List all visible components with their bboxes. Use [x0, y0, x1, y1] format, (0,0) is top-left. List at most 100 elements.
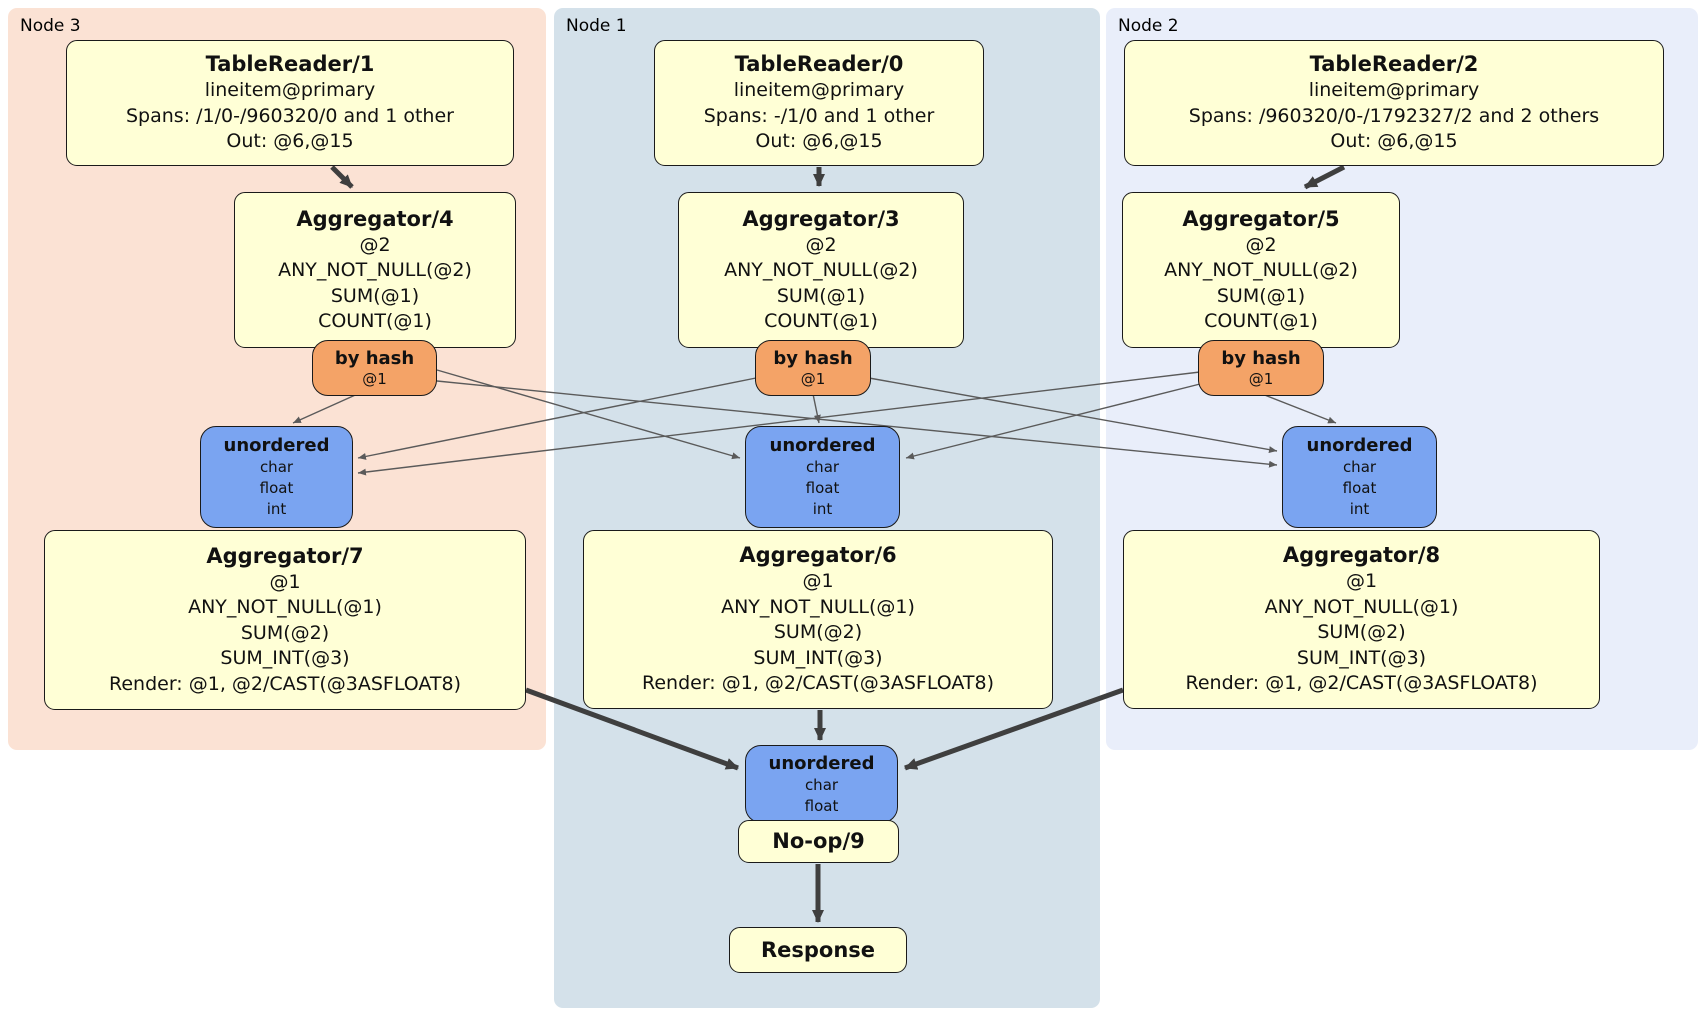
processor-title: Response	[760, 937, 876, 962]
processor-detail: SUM(@1)	[330, 284, 420, 307]
processor-title: Aggregator/5	[1182, 206, 1340, 231]
processor-noop-9: No-op/9	[738, 820, 899, 863]
sync-type: float	[1342, 479, 1377, 497]
router-detail: @1	[362, 369, 387, 388]
sync-type: int	[812, 500, 833, 518]
router-by-hash-node1: by hash @1	[755, 340, 871, 396]
processor-detail: Render: @1, @2/CAST(@3ASFLOAT8)	[642, 672, 994, 695]
router-detail: @1	[1248, 369, 1274, 388]
sync-label: unordered	[769, 435, 876, 456]
processor-detail: ANY_NOT_NULL(@1)	[721, 595, 915, 618]
processor-detail: ANY_NOT_NULL(@2)	[724, 259, 918, 281]
sync-type: char	[805, 458, 840, 476]
sync-label: unordered	[223, 435, 330, 456]
sync-label: unordered	[1306, 435, 1413, 456]
processor-detail: SUM(@2)	[240, 621, 330, 644]
processor-detail: ANY_NOT_NULL(@1)	[188, 596, 382, 619]
synchronizer-unordered-final: unordered char float	[745, 745, 898, 823]
node-3-label: Node 3	[20, 16, 81, 36]
processor-tablereader-2: TableReader/2 lineitem@primary Spans: /9…	[1124, 40, 1664, 166]
edge-hash5-unordered3	[357, 371, 1201, 476]
processor-detail: Out: @6,@15	[1330, 130, 1458, 153]
processor-title: TableReader/0	[734, 52, 904, 77]
edge-hash3-unordered2	[436, 380, 1278, 468]
processor-detail: COUNT(@1)	[318, 310, 432, 332]
edge-hash1-unordered2	[868, 377, 1278, 454]
processor-detail: @1	[1345, 570, 1378, 593]
router-label: by hash	[1221, 347, 1301, 369]
sync-type: char	[804, 775, 839, 794]
sync-label: unordered	[768, 752, 875, 774]
processor-title: No-op/9	[772, 829, 865, 853]
processor-aggregator-8: Aggregator/8 @1 ANY_NOT_NULL(@1) SUM(@2)…	[1123, 530, 1600, 709]
processor-detail: @1	[802, 570, 834, 593]
edge-hash1-unordered3	[357, 377, 757, 460]
sync-type: char	[259, 458, 294, 476]
processor-detail: SUM(@1)	[1216, 284, 1306, 307]
processor-detail: lineitem@primary	[204, 79, 376, 102]
synchronizer-unordered-node3: unordered char float int	[200, 426, 353, 528]
processor-tablereader-0: TableReader/0 lineitem@primary Spans: -/…	[654, 40, 984, 166]
processor-detail: @2	[805, 233, 837, 256]
router-by-hash-node3: by hash @1	[312, 340, 437, 396]
router-detail: @1	[800, 369, 826, 388]
node-2-label: Node 2	[1118, 16, 1179, 36]
edge-hash5-unordered1	[905, 383, 1201, 460]
sync-type: float	[259, 479, 294, 497]
processor-detail: SUM_INT(@3)	[1296, 646, 1427, 669]
processor-detail: lineitem@primary	[733, 79, 905, 102]
router-label: by hash	[773, 347, 853, 369]
router-label: by hash	[334, 347, 415, 369]
processor-title: Aggregator/4	[296, 206, 454, 231]
processor-title: Aggregator/7	[206, 543, 364, 568]
processor-title: TableReader/1	[205, 52, 375, 77]
synchronizer-unordered-node1: unordered char float int	[745, 426, 900, 528]
processor-detail: lineitem@primary	[1308, 79, 1480, 102]
edge-hash3-unordered1	[436, 369, 741, 460]
processor-detail: @2	[1245, 233, 1277, 256]
processor-tablereader-1: TableReader/1 lineitem@primary Spans: /1…	[66, 40, 514, 166]
processor-detail: SUM(@1)	[776, 284, 866, 307]
edge-hash5-unordered2	[1261, 393, 1337, 424]
processor-title: Aggregator/6	[739, 543, 897, 568]
processor-aggregator-4: Aggregator/4 @2 ANY_NOT_NULL(@2) SUM(@1)…	[234, 192, 516, 348]
processor-detail: SUM(@2)	[773, 621, 863, 644]
processor-detail: SUM(@2)	[1317, 621, 1406, 644]
processor-detail: Spans: /960320/0-/1792327/2 and 2 others	[1188, 104, 1600, 127]
edge-aggregator7-unordered-final	[525, 687, 739, 771]
processor-title: Aggregator/3	[742, 206, 900, 231]
processor-detail: @2	[359, 233, 391, 256]
processor-aggregator-3: Aggregator/3 @2 ANY_NOT_NULL(@2) SUM(@1)…	[678, 192, 964, 348]
router-by-hash-node2: by hash @1	[1198, 340, 1324, 396]
processor-detail: Spans: /1/0-/960320/0 and 1 other	[126, 104, 454, 127]
processor-detail: COUNT(@1)	[764, 310, 878, 332]
edge-hash3-unordered3	[292, 391, 363, 424]
response-node: Response	[729, 927, 907, 973]
sync-type: float	[805, 479, 840, 497]
edge-tablereader2-aggregator5	[1303, 164, 1346, 190]
processor-detail: Spans: -/1/0 and 1 other	[703, 104, 935, 127]
edge-aggregator8-unordered-final	[904, 687, 1124, 771]
processor-detail: Out: @6,@15	[755, 130, 883, 153]
processor-aggregator-6: Aggregator/6 @1 ANY_NOT_NULL(@1) SUM(@2)…	[583, 530, 1053, 709]
processor-detail: ANY_NOT_NULL(@1)	[1264, 595, 1459, 618]
processor-detail: Render: @1, @2/CAST(@3ASFLOAT8)	[1185, 672, 1538, 695]
node-1-label: Node 1	[566, 16, 627, 36]
processor-detail: @1	[269, 570, 301, 593]
processor-detail: COUNT(@1)	[1204, 310, 1318, 332]
processor-aggregator-5: Aggregator/5 @2 ANY_NOT_NULL(@2) SUM(@1)…	[1122, 192, 1400, 348]
processor-detail: Out: @6,@15	[226, 130, 354, 153]
sync-type: float	[804, 796, 839, 815]
processor-title: Aggregator/8	[1282, 543, 1441, 568]
processor-detail: ANY_NOT_NULL(@2)	[278, 259, 472, 281]
processor-title: TableReader/2	[1309, 52, 1479, 77]
edge-tablereader1-aggregator4	[330, 165, 354, 189]
sync-type: char	[1342, 458, 1377, 476]
sync-type: int	[1349, 500, 1370, 518]
processor-detail: ANY_NOT_NULL(@2)	[1164, 259, 1358, 281]
processor-detail: SUM_INT(@3)	[753, 646, 883, 669]
processor-detail: SUM_INT(@3)	[220, 647, 350, 670]
processor-detail: Render: @1, @2/CAST(@3ASFLOAT8)	[109, 672, 461, 695]
sync-type: int	[266, 500, 287, 518]
